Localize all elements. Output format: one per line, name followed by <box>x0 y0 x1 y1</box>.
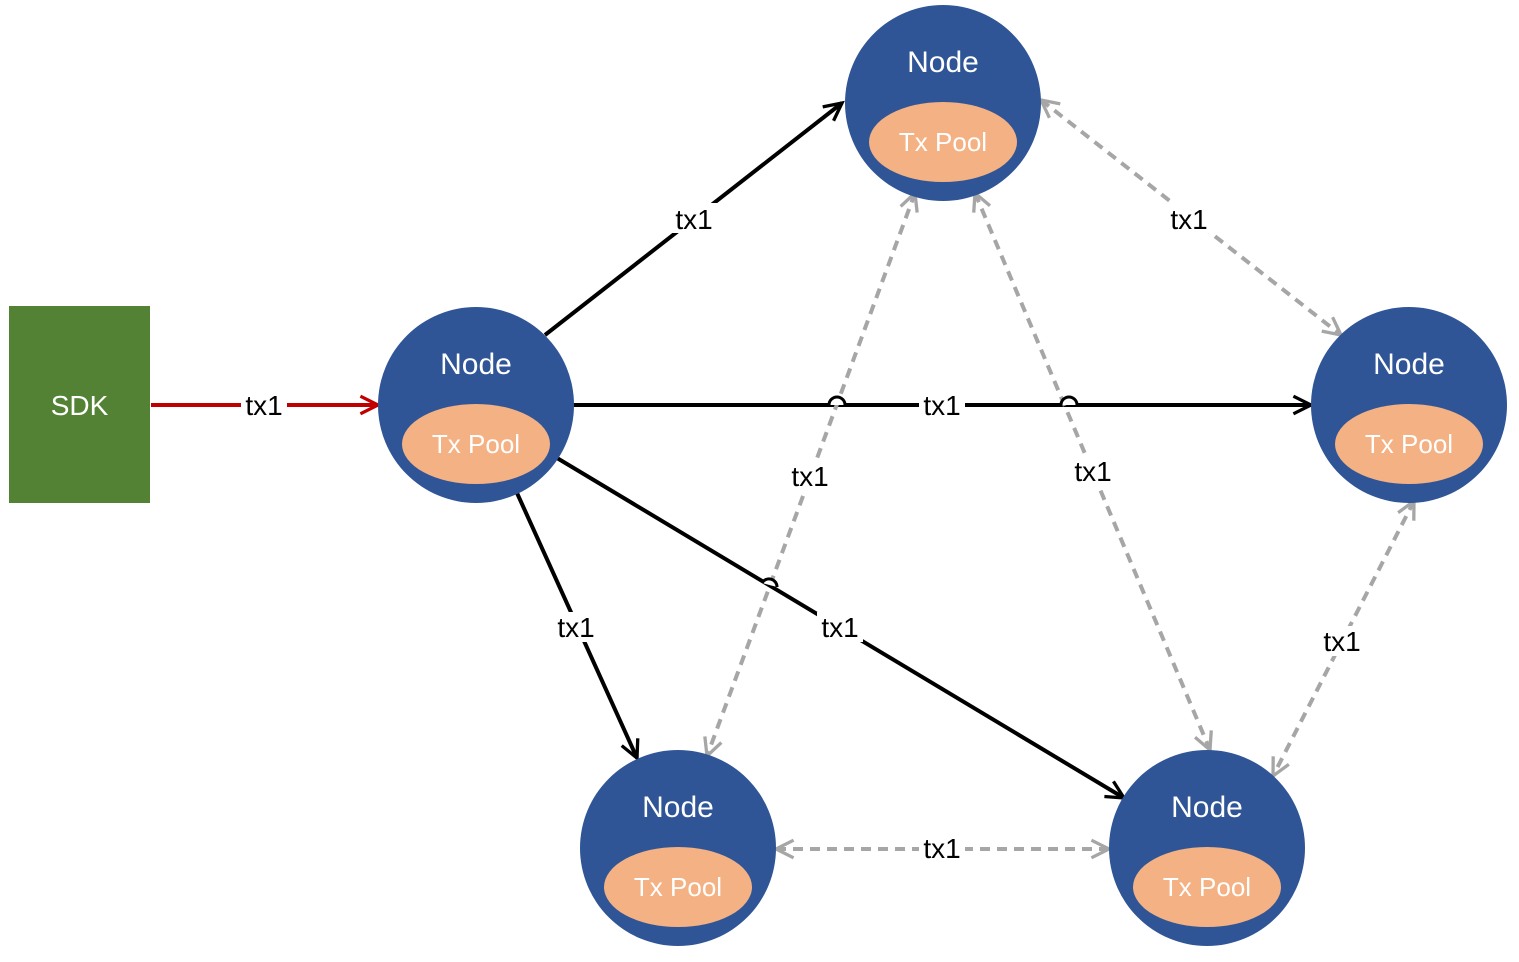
tx-pool-label: Tx Pool <box>432 429 520 459</box>
node-title: Node <box>642 791 714 824</box>
svg-text:tx1: tx1 <box>1074 456 1111 487</box>
edge-label-top-bottom-right: tx1 <box>1070 456 1116 487</box>
sdk-label: SDK <box>51 390 109 421</box>
svg-text:tx1: tx1 <box>1323 626 1360 657</box>
line-crossing-hop <box>827 395 847 406</box>
edge-label-center-bottom-right: tx1 <box>817 612 863 643</box>
edge-label-right-bottom-right: tx1 <box>1319 626 1365 657</box>
line-crossing-hop <box>1059 395 1079 406</box>
tx-pool-label: Tx Pool <box>899 127 987 157</box>
tx-pool-label: Tx Pool <box>634 872 722 902</box>
tx-pool-label: Tx Pool <box>1163 872 1251 902</box>
edge-label-center-top: tx1 <box>671 203 717 235</box>
node-title: Node <box>907 46 979 79</box>
svg-text:tx1: tx1 <box>923 833 960 864</box>
node-center: Node Tx Pool <box>378 307 574 503</box>
node-bottom-right: Node Tx Pool <box>1109 750 1305 946</box>
svg-text:tx1: tx1 <box>791 461 828 492</box>
svg-text:tx1: tx1 <box>557 612 594 643</box>
node-bottom-left: Node Tx Pool <box>580 750 776 946</box>
line-crossing-hop <box>760 577 779 588</box>
svg-text:tx1: tx1 <box>923 390 960 421</box>
svg-text:tx1: tx1 <box>675 204 712 235</box>
node-title: Node <box>1171 791 1243 824</box>
node-title: Node <box>1373 348 1445 381</box>
svg-text:tx1: tx1 <box>1170 204 1207 235</box>
edge-label-top-bottom-left: tx1 <box>787 461 833 492</box>
svg-text:tx1: tx1 <box>821 612 858 643</box>
edge-label-center-bottom-left: tx1 <box>553 612 599 643</box>
edge-label-bottom: tx1 <box>919 833 965 864</box>
node-title: Node <box>440 348 512 381</box>
sdk-box: SDK <box>9 306 150 503</box>
node-right: Node Tx Pool <box>1311 307 1507 503</box>
svg-text:tx1: tx1 <box>245 390 282 421</box>
edge-label-sdk-center: tx1 <box>241 390 287 421</box>
edge-label-center-right: tx1 <box>919 390 965 421</box>
node-top: Node Tx Pool <box>845 5 1041 201</box>
edge-label-top-right: tx1 <box>1166 203 1212 235</box>
tx-pool-label: Tx Pool <box>1365 429 1453 459</box>
top-bottom-left-gossip-arrow <box>703 189 919 760</box>
